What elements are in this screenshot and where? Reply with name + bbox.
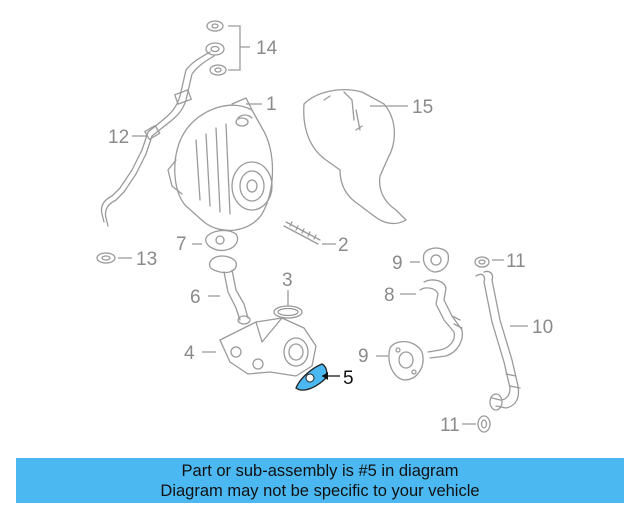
info-banner: Part or sub-assembly is #5 in diagram Di…: [16, 458, 624, 503]
callout-11-lower[interactable]: 11: [440, 415, 460, 436]
callout-9-lower[interactable]: 9: [358, 346, 369, 367]
part-7-gasket: [192, 229, 239, 252]
callout-13[interactable]: 13: [136, 249, 157, 270]
part-8-pipe: [400, 279, 464, 359]
part-10-pipe: [475, 270, 528, 411]
callout-5[interactable]: 5: [343, 368, 354, 389]
part-3-gasket: [273, 290, 303, 319]
part-9-gasket-upper: [410, 247, 450, 273]
callout-14[interactable]: 14: [256, 38, 278, 59]
callout-12[interactable]: 12: [108, 127, 129, 148]
part-13-washer: [96, 252, 132, 264]
part-9-gasket-lower: [376, 341, 424, 381]
part-1-turbocharger: [167, 97, 274, 232]
callout-8[interactable]: 8: [384, 285, 395, 306]
callout-15[interactable]: 15: [412, 97, 433, 118]
part-12-oil-line: [100, 51, 215, 227]
part-4-adapter: [202, 317, 317, 377]
callout-3[interactable]: 3: [282, 270, 293, 291]
callout-2[interactable]: 2: [338, 235, 349, 256]
callout-9-upper[interactable]: 9: [392, 253, 403, 274]
part-5-gasket-highlighted[interactable]: [295, 363, 340, 391]
part-15-heat-shield: [303, 89, 408, 225]
banner-line-1: Part or sub-assembly is #5 in diagram: [181, 461, 459, 480]
callout-10[interactable]: 10: [532, 317, 553, 338]
callout-7[interactable]: 7: [176, 234, 187, 255]
part-11-ring-upper: [474, 256, 504, 268]
callout-4[interactable]: 4: [184, 343, 195, 364]
part-2-stud: [283, 221, 336, 245]
part-11-ring-lower: [462, 415, 491, 433]
callout-6[interactable]: 6: [190, 287, 201, 308]
callout-1[interactable]: 1: [266, 94, 277, 115]
callout-11-upper[interactable]: 11: [506, 251, 526, 272]
banner-line-2: Diagram may not be specific to your vehi…: [160, 481, 480, 500]
part-6-oil-return: [208, 255, 251, 325]
part-14-washers: [205, 20, 250, 76]
